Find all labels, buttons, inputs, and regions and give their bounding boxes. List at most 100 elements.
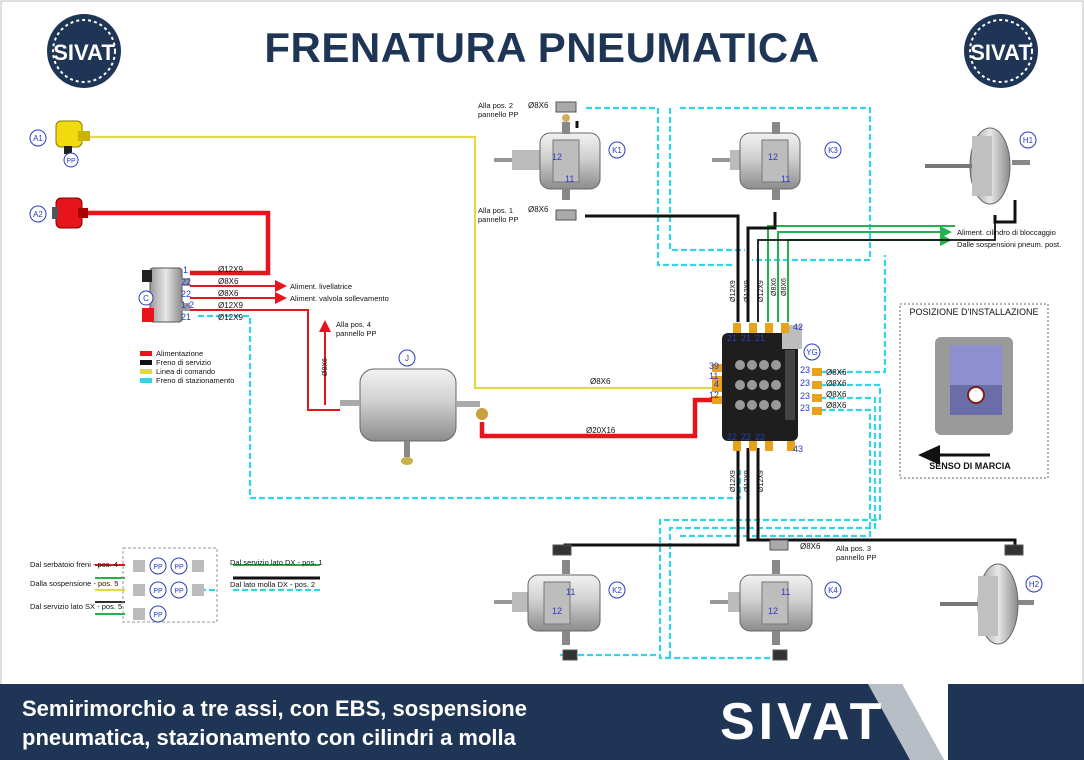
port-k2-11: 11: [566, 587, 575, 597]
port-k3-12: 12: [768, 152, 778, 162]
coupling-head-a1: [55, 120, 90, 154]
note-sospensioni: Dalle sospensioni pneum. post.: [957, 240, 1061, 249]
supply-thin-lines: [95, 280, 340, 566]
air-reservoir-j: [340, 368, 488, 465]
note-sospensione: Dalla sospensione - pos. 5: [30, 579, 118, 588]
port-yg-23c: 23: [800, 391, 810, 401]
port-yg-22c: 22: [755, 432, 765, 442]
pipe-label-8: Ø8X6: [528, 101, 549, 110]
port-yg-39: 39: [709, 361, 719, 371]
note-pos2: Alla pos. 2: [478, 101, 513, 110]
label-pp-3: PP: [153, 612, 163, 619]
pipe-label-5: Ø12X9: [218, 313, 243, 322]
port-k2-12: 12: [552, 606, 562, 616]
pipe-label-v5: Ø8X6: [771, 278, 778, 296]
pipe-label-v1: Ø8X6: [322, 358, 329, 376]
driving-direction-label: SENSO DI MARCIA: [929, 461, 1011, 471]
label-k3: K3: [828, 146, 838, 155]
port-k1-12: 12: [552, 152, 562, 162]
pp-panel: [122, 547, 218, 623]
footer-line-1: Semirimorchio a tre assi, con EBS, sospe…: [22, 696, 527, 721]
port-yg-21b: 21: [741, 333, 751, 343]
label-a1: A1: [33, 134, 43, 143]
install-position-title: POSIZIONE D'INSTALLAZIONE: [909, 307, 1038, 317]
note-lato-molla: Dal lato molla DX - pos. 2: [230, 580, 315, 589]
logo-text-left: SIVAT: [53, 40, 115, 65]
pipe-size-labels: Ø12X9 Ø8X6 Ø8X6 Ø12X9 Ø12X9 Ø8X6 Ø20X16 …: [218, 101, 847, 551]
port-yg-42: 42: [793, 322, 803, 332]
footer-brand: SIVAT: [720, 693, 886, 751]
label-h1: H1: [1023, 136, 1034, 145]
port-yg-12: 12: [709, 390, 719, 400]
parking-lines: [198, 106, 887, 660]
service-thin-lines: [95, 215, 996, 603]
pipe-label-6: Ø8X6: [590, 377, 611, 386]
page-title: FRENATURA PNEUMATICA: [264, 24, 820, 71]
ebs-modulator-yg: [712, 323, 822, 451]
port-numbers: 1 22 22 1-2 21 21 21 21 42 39 11 4 12 23…: [181, 152, 810, 616]
label-a2: A2: [33, 210, 43, 219]
control-line: [90, 135, 712, 592]
sivat-logo-right: SIVAT: [964, 14, 1038, 88]
pipe-label-3: Ø8X6: [218, 289, 239, 298]
port-yg-22a: 22: [727, 432, 737, 442]
pipe-label-1: Ø12X9: [218, 265, 243, 274]
label-yg: YG: [806, 348, 818, 357]
legend-parking: Freno di stazionamento: [156, 376, 234, 385]
legend-swatches: [140, 351, 152, 383]
label-c: C: [143, 294, 149, 303]
note-pos3-panel: pannello PP: [836, 553, 876, 562]
pipe-label-9: Ø8X6: [528, 205, 549, 214]
port-yg-43: 43: [793, 444, 803, 454]
note-pos2-panel: pannello PP: [478, 110, 518, 119]
label-h2: H2: [1029, 580, 1040, 589]
pipe-label-10: Ø8X6: [800, 542, 821, 551]
service-lines: [233, 121, 1017, 580]
label-pp-4: PP: [174, 564, 184, 571]
port-yg-21c: 21: [755, 333, 765, 343]
port-k3-11: 11: [781, 174, 790, 184]
note-serbatoio: Dal serbatoio freni - pos. 4: [30, 560, 118, 569]
pipe-label-2: Ø8X6: [218, 277, 239, 286]
port-yg-11: 11: [709, 371, 718, 381]
port-yg-23d: 23: [800, 403, 810, 413]
legend-service: Freno di servizio: [156, 358, 211, 367]
brake-chamber-k2: [494, 560, 601, 645]
pipe-label-14: Ø8X6: [826, 401, 847, 410]
annotations: Alla pos. 2 pannello PP Alla pos. 1 pann…: [30, 101, 1061, 611]
pipe-label-7: Ø20X16: [586, 426, 616, 435]
pipe-label-12: Ø8X6: [826, 379, 847, 388]
port-c-12: 1-2: [181, 300, 194, 310]
port-c-1: 1: [183, 265, 188, 275]
note-servizio-dx: Dal servizio lato DX - pos. 1: [230, 558, 323, 567]
pipe-label-v3: Ø12X9: [744, 280, 751, 302]
supply-lines: [82, 210, 712, 439]
brake-chamber-k1: [494, 114, 601, 200]
label-pp-2: PP: [153, 588, 163, 595]
component-marker-texts: A1 A2 PP C J K1 K3 K2 K4 H1 H2 YG PP PP …: [33, 134, 1040, 619]
logo-text-right: SIVAT: [970, 40, 1032, 65]
pipe-label-4: Ø12X9: [218, 301, 243, 310]
port-yg-4: 4: [714, 379, 719, 389]
pipe-label-13: Ø8X6: [826, 390, 847, 399]
port-c-21: 21: [181, 312, 191, 322]
port-k4-11: 11: [781, 587, 790, 597]
pipe-size-labels-vertical: Ø8X6 Ø12X9 Ø12X9 Ø12X9 Ø8X6 Ø8X6 Ø12X9 Ø…: [322, 278, 788, 492]
label-pp-5: PP: [174, 588, 184, 595]
sivat-logo-left: SIVAT: [47, 14, 121, 88]
port-k4-12: 12: [768, 606, 778, 616]
pipe-label-v2: Ø12X9: [730, 280, 737, 302]
brake-chamber-k4: [710, 560, 813, 645]
note-pos1-panel: pannello PP: [478, 215, 518, 224]
tee-fittings: [552, 101, 1024, 661]
pipe-label-v7: Ø12X9: [730, 470, 737, 492]
install-position-box: [899, 303, 1049, 479]
port-c-22b: 22: [181, 289, 191, 299]
pipe-label-v8: Ø12X9: [744, 470, 751, 492]
port-k1-11: 11: [565, 174, 574, 184]
brake-chamber-h1: [925, 127, 1030, 205]
footer-line-2: pneumatica, stazionamento con cilindri a…: [22, 725, 516, 750]
note-pos4: Alla pos. 4: [336, 320, 371, 329]
port-yg-23b: 23: [800, 378, 810, 388]
pipe-label-v4: Ø12X9: [758, 280, 765, 302]
